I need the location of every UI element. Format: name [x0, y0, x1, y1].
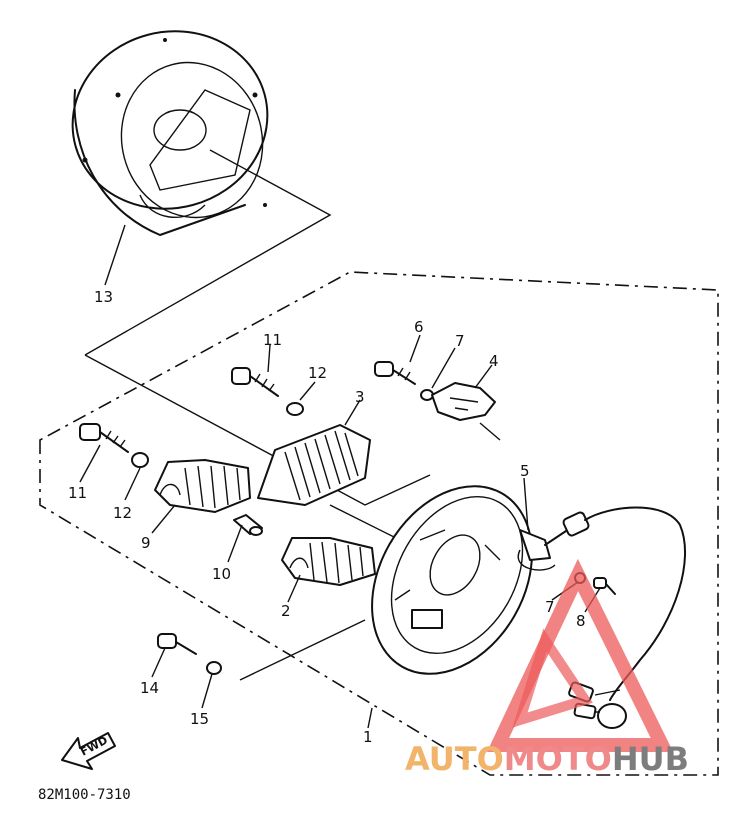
bolt-14	[157, 633, 197, 655]
leader-group-b	[239, 619, 366, 681]
part-label-6: 6	[414, 318, 424, 336]
leader-lines	[79, 334, 601, 729]
bolt-6	[374, 361, 416, 385]
flywheel-rotor	[71, 30, 269, 236]
part-labels: 1 2 3 4 5 6 7 7 8 9 10 11 11 12 12 13 14…	[68, 288, 586, 746]
leader-13	[104, 224, 126, 286]
part-label-1: 1	[363, 728, 373, 746]
watermark-text: AUTOMOTOHUB	[405, 740, 689, 778]
watermark-inner-mark-icon	[512, 628, 593, 728]
lighting-coil-9	[154, 459, 251, 513]
pickup-coil-4	[431, 382, 496, 421]
part-label-2: 2	[281, 602, 291, 620]
part-label-14: 14	[140, 679, 159, 697]
part-label-8: 8	[576, 612, 586, 630]
part-label-3: 3	[355, 388, 365, 406]
washer-15	[206, 661, 222, 675]
spacer-10	[233, 514, 263, 536]
part-label-7-lower: 7	[545, 598, 555, 616]
part-label-5: 5	[520, 462, 530, 480]
washer-12-upper	[286, 402, 304, 416]
source-coil-2	[281, 537, 376, 586]
part-label-15: 15	[190, 710, 209, 728]
leader-13-group	[84, 149, 332, 356]
part-label-4: 4	[489, 352, 499, 370]
part-label-7-upper: 7	[455, 332, 465, 350]
part-label-11-upper: 11	[263, 331, 282, 349]
part-label-11-lower: 11	[68, 484, 87, 502]
automotohub-watermark: AUTOMOTOHUB	[405, 558, 689, 778]
leader-3	[329, 504, 401, 541]
part-label-12-upper: 12	[308, 364, 327, 382]
part-label-10: 10	[212, 565, 231, 583]
bolt-11-upper	[231, 367, 279, 397]
charge-coil-3	[257, 424, 401, 541]
part-label-12-lower: 12	[113, 504, 132, 522]
fwd-arrow: FWD	[61, 732, 116, 770]
washer-12-lower	[131, 452, 149, 468]
leader-4	[479, 422, 501, 441]
assembly-boundary	[39, 271, 719, 776]
part-label-9: 9	[141, 534, 151, 552]
bolt-11-lower	[79, 423, 129, 453]
drawing-code: 82M100-7310	[38, 787, 131, 803]
stator-plate-1	[371, 485, 551, 675]
leader-group-a	[84, 354, 431, 506]
part-label-13: 13	[94, 288, 113, 306]
